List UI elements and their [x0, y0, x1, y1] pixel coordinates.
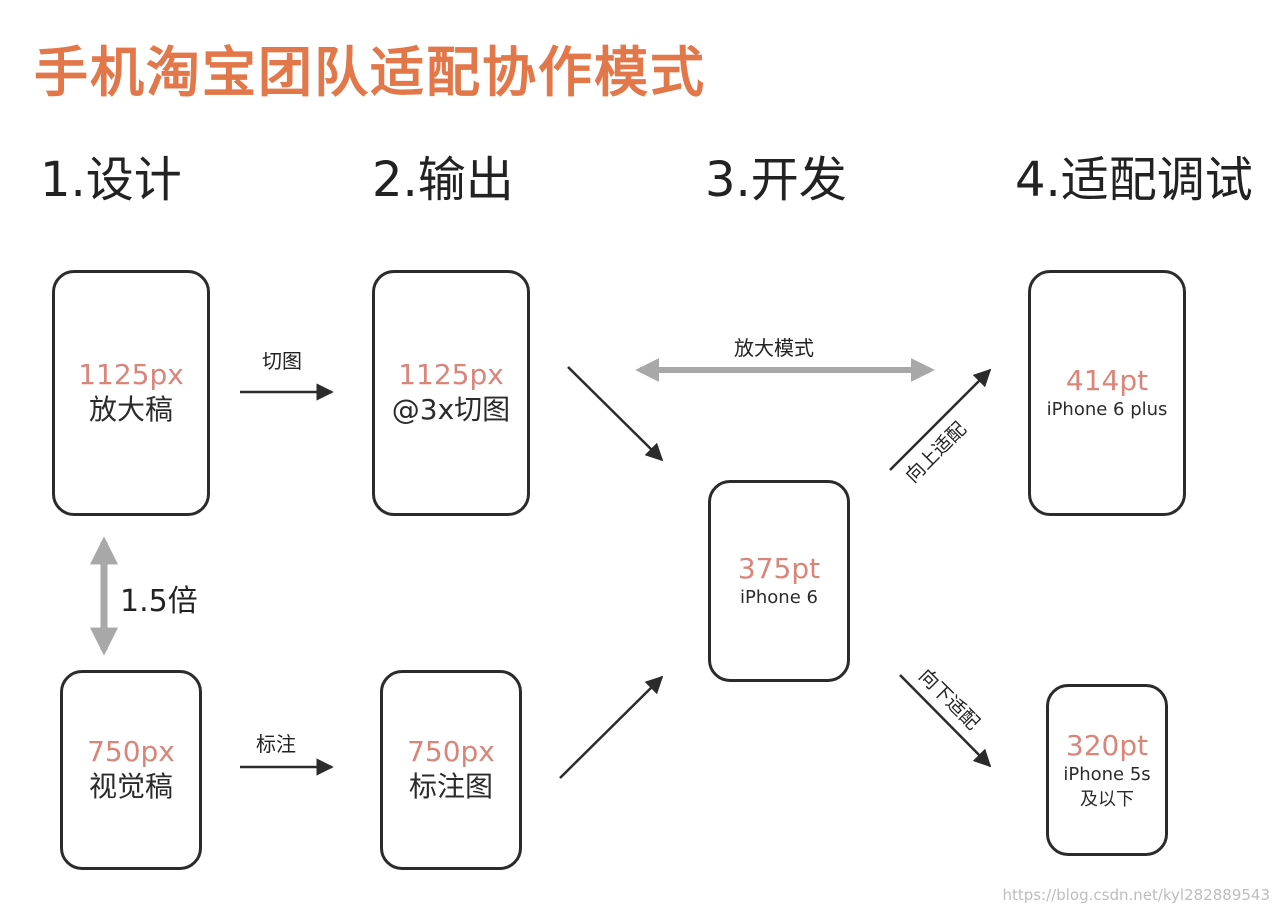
- phone-design-large: 1125px 放大稿: [52, 270, 210, 516]
- phone-value: 750px: [407, 735, 495, 769]
- phone-value: 1125px: [398, 358, 504, 392]
- slices-to-dev-arrow: [567, 366, 664, 462]
- phone-name-line1: iPhone 5s: [1063, 764, 1151, 786]
- phone-name-line2: 及以下: [1080, 788, 1134, 810]
- phone-design-visual: 750px 视觉稿: [60, 670, 202, 870]
- phone-dev: 375pt iPhone 6: [708, 480, 850, 682]
- slice-label: 切图: [262, 349, 302, 373]
- phone-value: 320pt: [1065, 729, 1149, 763]
- step-develop-heading: 3.开发: [705, 152, 847, 208]
- phone-name: 视觉稿: [88, 770, 173, 804]
- phone-output-annotation: 750px 标注图: [380, 670, 522, 870]
- phone-value: 1125px: [78, 358, 184, 392]
- phone-name: iPhone 6: [740, 587, 818, 609]
- step-output-heading: 2.输出: [372, 152, 514, 208]
- phone-adapt-down: 320pt iPhone 5s 及以下: [1046, 684, 1168, 856]
- zoom-mode-label: 放大模式: [734, 336, 814, 360]
- annotate-label: 标注: [256, 732, 296, 756]
- phone-output-slices: 1125px @3x切图: [372, 270, 530, 516]
- phone-value: 750px: [87, 735, 175, 769]
- adapt-down-arrow: [899, 674, 992, 768]
- phone-value: 414pt: [1065, 364, 1149, 398]
- phone-adapt-up: 414pt iPhone 6 plus: [1028, 270, 1186, 516]
- phone-name: 放大稿: [88, 393, 173, 427]
- page-title: 手机淘宝团队适配协作模式: [34, 41, 706, 104]
- ratio-label: 1.5倍: [120, 584, 198, 619]
- annotation-to-dev-arrow: [559, 675, 664, 779]
- watermark: https://blog.csdn.net/kyl282889543: [1002, 886, 1270, 904]
- phone-name: 标注图: [408, 770, 493, 804]
- adapt-up-arrow: [889, 368, 992, 471]
- phone-name: iPhone 6 plus: [1046, 399, 1168, 421]
- phone-value: 375pt: [737, 552, 821, 586]
- phone-name: @3x切图: [391, 393, 511, 427]
- step-adapt-heading: 4.适配调试: [1015, 152, 1253, 208]
- step-design-heading: 1.设计: [40, 152, 182, 208]
